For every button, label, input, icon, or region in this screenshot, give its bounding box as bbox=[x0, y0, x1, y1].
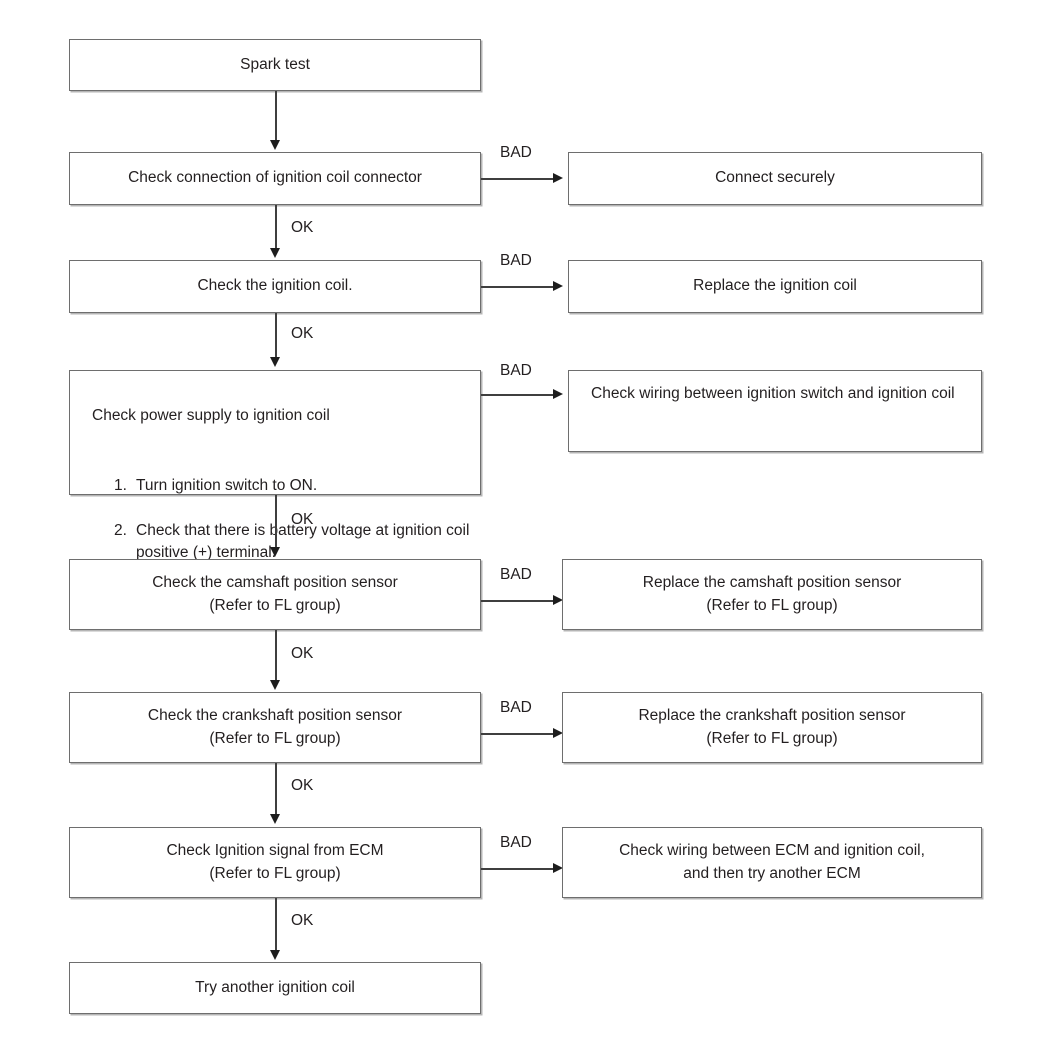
check-power-step-2-number: 2. bbox=[114, 521, 127, 539]
node-check-camshaft-sensor-label: Check the camshaft position sensor (Refe… bbox=[152, 574, 398, 614]
arrowhead-bad-3 bbox=[553, 389, 563, 399]
edge-label-bad-5: BAD bbox=[500, 699, 532, 716]
arrowhead-ok-5 bbox=[270, 814, 280, 824]
node-check-wiring-switch-label: Check wiring between ignition switch and… bbox=[591, 385, 955, 402]
connector-bad-1 bbox=[481, 178, 555, 180]
check-power-steps: 1. Turn ignition switch to ON. 2. Check … bbox=[92, 452, 470, 587]
arrowhead-bad-2 bbox=[553, 281, 563, 291]
node-check-wiring-switch[interactable]: Check wiring between ignition switch and… bbox=[568, 370, 982, 452]
node-check-ecm-signal[interactable]: Check Ignition signal from ECM (Refer to… bbox=[69, 827, 481, 898]
arrowhead-ok-3 bbox=[270, 547, 280, 557]
arrowhead-spark-to-connection bbox=[270, 140, 280, 150]
node-check-ignition-coil-label: Check the ignition coil. bbox=[197, 277, 353, 295]
arrowhead-bad-4 bbox=[553, 595, 563, 605]
node-replace-ignition-coil-label: Replace the ignition coil bbox=[693, 277, 857, 295]
node-try-another-coil[interactable]: Try another ignition coil bbox=[69, 962, 481, 1014]
arrowhead-ok-1 bbox=[270, 248, 280, 258]
connector-spark-to-connection bbox=[275, 91, 277, 141]
connector-bad-5 bbox=[481, 733, 555, 735]
arrowhead-bad-5 bbox=[553, 728, 563, 738]
node-check-crankshaft-sensor[interactable]: Check the crankshaft position sensor (Re… bbox=[69, 692, 481, 763]
edge-label-bad-1: BAD bbox=[500, 144, 532, 161]
node-spark-test[interactable]: Spark test bbox=[69, 39, 481, 91]
check-power-step-2-text: Check that there is battery voltage at i… bbox=[136, 521, 470, 562]
check-power-step-1-number: 1. bbox=[114, 476, 127, 494]
edge-label-bad-2: BAD bbox=[500, 252, 532, 269]
node-check-connection-label: Check connection of ignition coil connec… bbox=[128, 169, 422, 187]
connector-ok-5 bbox=[275, 763, 277, 815]
node-replace-camshaft-sensor-label: Replace the camshaft position sensor (Re… bbox=[642, 574, 902, 614]
check-power-step-1: 1. Turn ignition switch to ON. bbox=[92, 475, 470, 497]
edge-label-bad-3: BAD bbox=[500, 362, 532, 379]
node-check-crankshaft-sensor-label: Check the crankshaft position sensor (Re… bbox=[147, 707, 403, 747]
arrowhead-bad-6 bbox=[553, 863, 563, 873]
node-check-camshaft-sensor[interactable]: Check the camshaft position sensor (Refe… bbox=[69, 559, 481, 630]
node-connect-securely[interactable]: Connect securely bbox=[568, 152, 982, 205]
connector-ok-6 bbox=[275, 898, 277, 951]
connector-bad-6 bbox=[481, 868, 555, 870]
node-check-ecm-signal-label: Check Ignition signal from ECM (Refer to… bbox=[166, 842, 384, 882]
node-check-connection[interactable]: Check connection of ignition coil connec… bbox=[69, 152, 481, 205]
connector-ok-2 bbox=[275, 313, 277, 358]
arrowhead-ok-6 bbox=[270, 950, 280, 960]
node-check-power-supply-heading: Check power supply to ignition coil bbox=[92, 407, 330, 425]
arrowhead-ok-2 bbox=[270, 357, 280, 367]
node-connect-securely-label: Connect securely bbox=[715, 169, 835, 187]
node-replace-crankshaft-sensor-label: Replace the crankshaft position sensor (… bbox=[638, 707, 906, 747]
arrowhead-bad-1 bbox=[553, 173, 563, 183]
check-power-step-2: 2. Check that there is battery voltage a… bbox=[92, 520, 470, 565]
node-check-wiring-ecm-label: Check wiring between ECM and ignition co… bbox=[619, 842, 925, 882]
connector-ok-4 bbox=[275, 630, 277, 681]
node-spark-test-label: Spark test bbox=[240, 55, 310, 73]
edge-label-ok-6: OK bbox=[291, 912, 314, 929]
node-check-power-supply[interactable]: Check power supply to ignition coil 1. T… bbox=[69, 370, 481, 561]
edge-label-ok-5: OK bbox=[291, 777, 314, 794]
edge-label-ok-4: OK bbox=[291, 645, 314, 662]
edge-label-ok-1: OK bbox=[291, 219, 314, 236]
node-replace-crankshaft-sensor[interactable]: Replace the crankshaft position sensor (… bbox=[562, 692, 982, 763]
edge-label-ok-2: OK bbox=[291, 325, 314, 342]
connector-bad-3 bbox=[481, 394, 555, 396]
node-replace-camshaft-sensor[interactable]: Replace the camshaft position sensor (Re… bbox=[562, 559, 982, 630]
node-check-wiring-ecm[interactable]: Check wiring between ECM and ignition co… bbox=[562, 827, 982, 898]
check-power-step-1-text: Turn ignition switch to ON. bbox=[136, 476, 318, 494]
edge-label-bad-6: BAD bbox=[500, 834, 532, 851]
edge-label-ok-3: OK bbox=[291, 511, 314, 528]
connector-bad-2 bbox=[481, 286, 555, 288]
node-replace-ignition-coil[interactable]: Replace the ignition coil bbox=[568, 260, 982, 313]
edge-label-bad-4: BAD bbox=[500, 566, 532, 583]
connector-bad-4 bbox=[481, 600, 555, 602]
node-check-ignition-coil[interactable]: Check the ignition coil. bbox=[69, 260, 481, 313]
connector-ok-1 bbox=[275, 205, 277, 249]
arrowhead-ok-4 bbox=[270, 680, 280, 690]
connector-ok-3 bbox=[275, 495, 277, 548]
node-try-another-coil-label: Try another ignition coil bbox=[195, 978, 355, 996]
